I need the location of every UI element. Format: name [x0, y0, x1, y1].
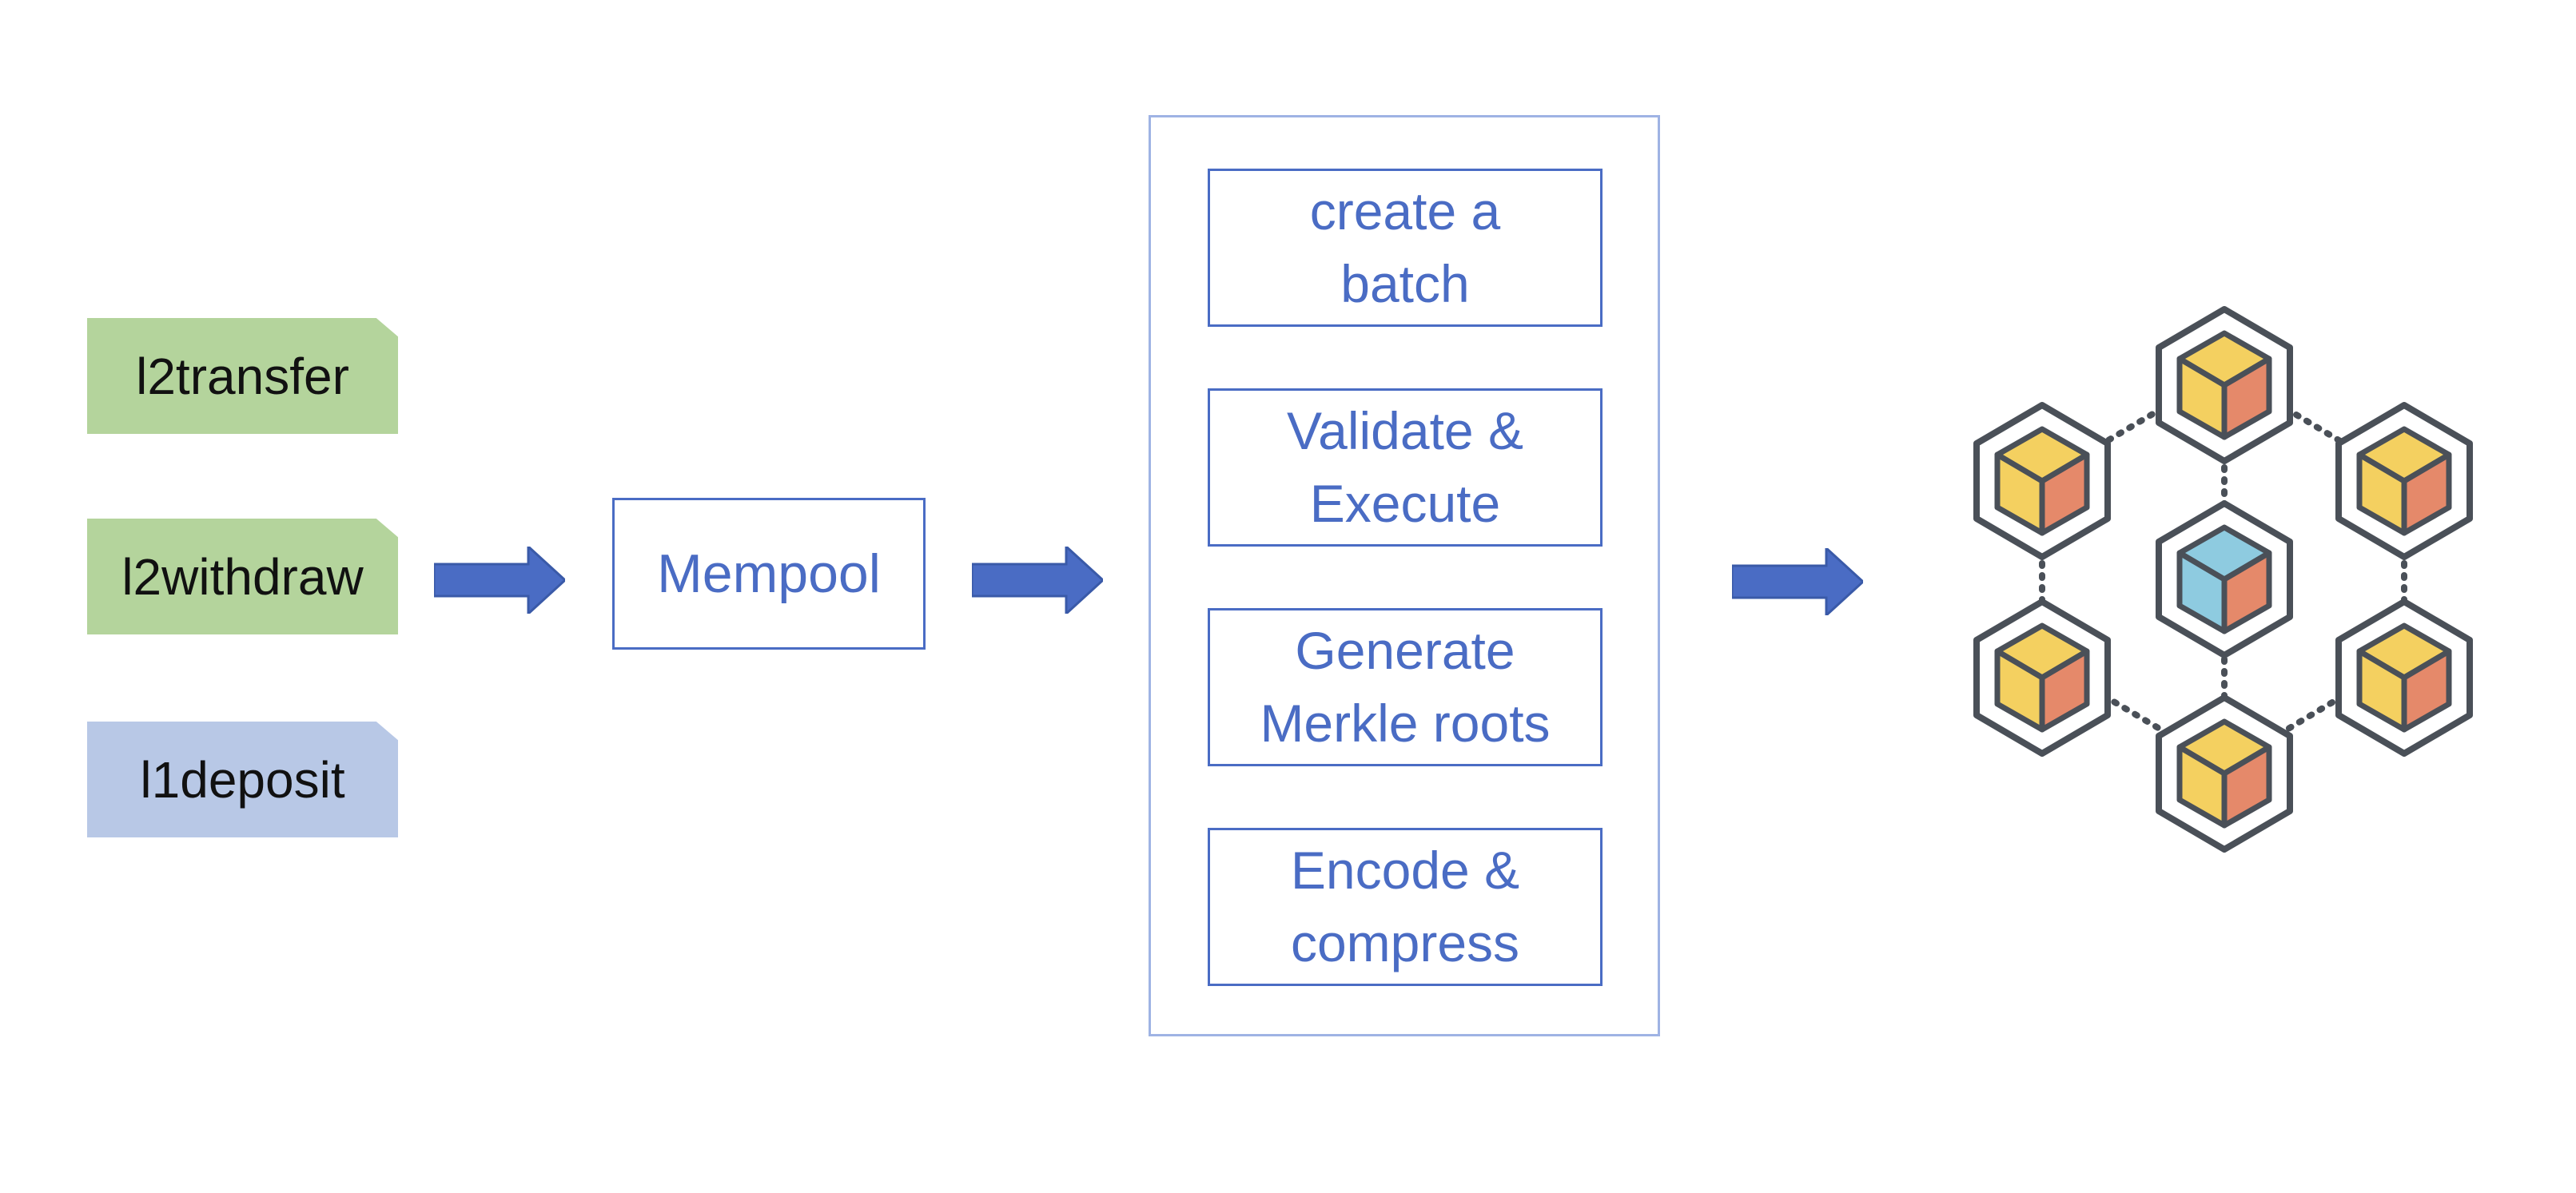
tx-label: l1deposit [140, 750, 345, 809]
tx-label: l2withdraw [121, 547, 364, 606]
block-bottom-right [2339, 602, 2470, 754]
right-arrow-icon [1732, 548, 1863, 615]
right-arrow-icon [972, 547, 1103, 614]
right-arrow-icon [434, 547, 565, 614]
tx-label: l2transfer [136, 347, 349, 405]
mempool-box: Mempool [612, 498, 926, 650]
tx-l2withdraw: l2withdraw [87, 519, 398, 634]
block-top-right [2339, 405, 2470, 557]
step-label: create a batch [1309, 181, 1501, 313]
step-generate-merkle-roots: Generate Merkle roots [1208, 608, 1603, 766]
step-label: Validate & Execute [1287, 400, 1523, 533]
mempool-label: Mempool [657, 543, 881, 604]
block-center [2159, 503, 2290, 655]
step-encode-compress: Encode & compress [1208, 828, 1603, 986]
blockchain-network-icon [1966, 296, 2486, 863]
step-create-batch: create a batch [1208, 169, 1603, 327]
step-validate-execute: Validate & Execute [1208, 388, 1603, 547]
block-top [2159, 309, 2290, 461]
tx-l2transfer: l2transfer [87, 318, 398, 434]
step-label: Encode & compress [1290, 840, 1520, 972]
block-bottom-left [1977, 602, 2108, 754]
block-top-left [1977, 405, 2108, 557]
tx-l1deposit: l1deposit [87, 722, 398, 837]
step-label: Generate Merkle roots [1260, 620, 1551, 753]
block-bottom [2159, 698, 2290, 849]
